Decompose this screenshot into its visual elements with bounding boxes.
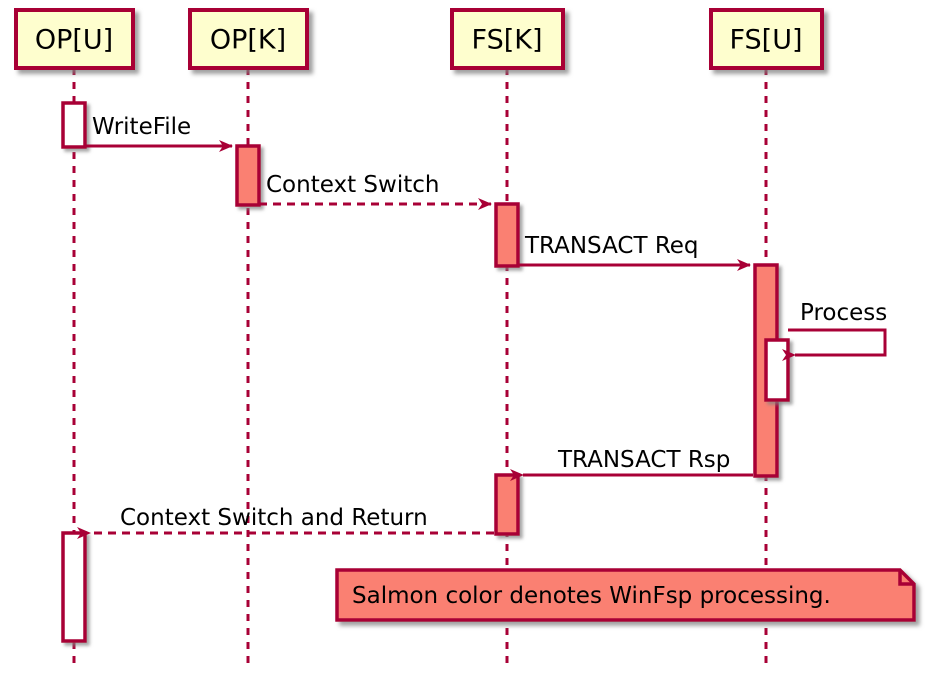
note-fold-icon [898,570,914,586]
note-salmon-legend[interactable]: Salmon color denotes WinFsp processing. [335,568,916,622]
message-transact-rsp[interactable]: TRANSACT Rsp [510,447,753,481]
activation-bars-group [61,101,790,643]
activation-opu-return [61,531,87,643]
note-shape[interactable] [335,568,916,622]
participant-label-opk: OP[K] [210,25,286,56]
message-writefile-label: WriteFile [92,114,191,140]
message-context-switch-label: Context Switch [266,172,439,198]
participant-opu[interactable]: OP[U] [14,8,135,70]
message-context-switch[interactable]: Context Switch [259,172,492,210]
participant-opk[interactable]: OP[K] [188,8,309,70]
activation-fsu-process [764,338,790,402]
participant-box-opu[interactable] [14,8,135,70]
message-writefile[interactable]: WriteFile [85,114,233,152]
note-text: Salmon color denotes WinFsp processing. [352,583,831,609]
message-process-self[interactable]: Process [782,300,887,361]
participant-label-fsk: FS[K] [472,25,543,56]
participant-box-opk[interactable] [188,8,309,70]
participant-label-fsu: FS[U] [729,25,802,56]
participant-label-opu: OP[U] [35,25,113,56]
message-context-switch-return-label: Context Switch and Return [120,505,428,531]
participant-fsk[interactable]: FS[K] [450,8,565,70]
activation-opk [235,144,261,207]
message-context-switch-return[interactable]: Context Switch and Return [77,505,494,539]
message-transact-req[interactable]: TRANSACT Req [518,233,751,271]
message-transact-rsp-label: TRANSACT Rsp [557,447,730,473]
message-process-self-path [782,328,887,361]
activation-opu-write [61,101,87,149]
activation-fsk-response [494,473,520,536]
message-transact-req-label: TRANSACT Req [524,233,699,259]
activation-fsk-request [494,202,520,268]
participant-box-fsk[interactable] [450,8,565,70]
participant-box-fsu[interactable] [709,8,824,70]
participant-fsu[interactable]: FS[U] [709,8,824,70]
message-process-label: Process [800,300,887,326]
